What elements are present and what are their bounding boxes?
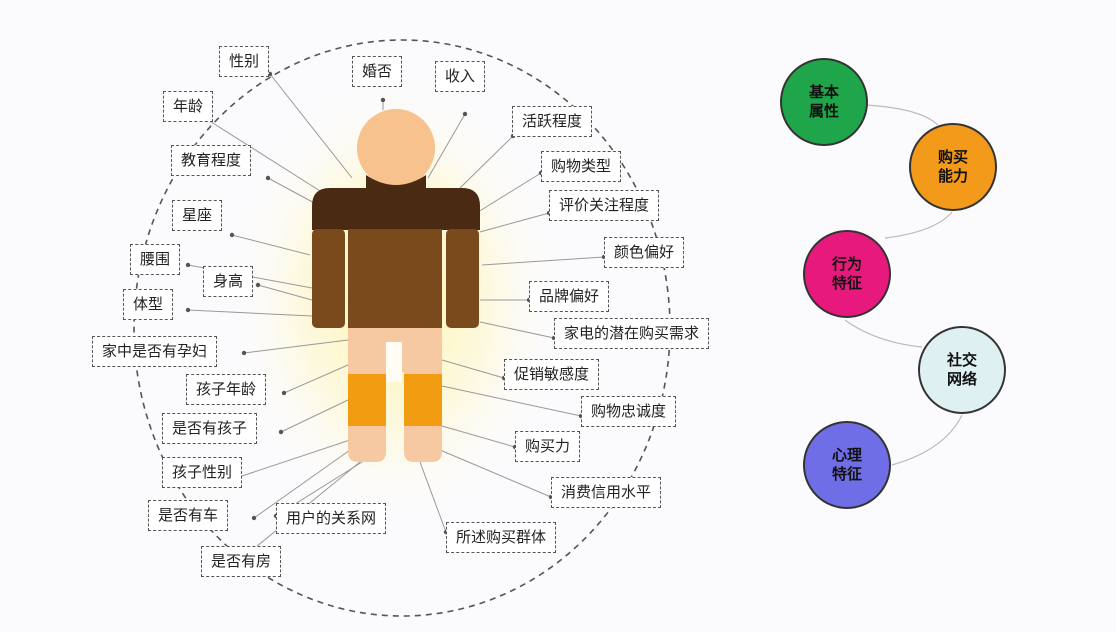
connector-dot — [265, 175, 271, 181]
figure-left-knee — [348, 374, 386, 428]
tag-gender: 性别 — [219, 46, 270, 77]
connector-line — [280, 399, 349, 433]
connector-line — [269, 73, 353, 179]
tag-has-child: 是否有孩子 — [162, 413, 258, 444]
connector-line — [481, 256, 605, 266]
figure-torso-lower — [348, 229, 442, 329]
category-social: 社交 网络 — [918, 326, 1006, 414]
tag-activity: 活跃程度 — [512, 106, 593, 137]
tag-education: 教育程度 — [171, 145, 252, 176]
figure-neck — [366, 175, 426, 190]
connector-line — [479, 212, 550, 233]
figure-torso-upper — [312, 188, 480, 230]
tag-zodiac: 星座 — [172, 200, 223, 231]
tag-appliance-need: 家电的潜在购买需求 — [554, 318, 710, 349]
figure-head — [357, 109, 435, 187]
connector-dot — [229, 232, 235, 238]
tag-child-gender: 孩子性别 — [162, 457, 243, 488]
category-psychology: 心理 特征 — [803, 421, 891, 509]
figure-crotch-gap — [386, 342, 402, 382]
connector-line — [238, 439, 351, 478]
connector-dot — [251, 515, 257, 521]
tag-relationship: 用户的关系网 — [276, 503, 387, 534]
tag-age: 年龄 — [163, 91, 214, 122]
connector-line — [439, 449, 552, 498]
human-figure — [312, 109, 480, 462]
connector-dot — [241, 350, 247, 356]
connector-line — [441, 385, 582, 417]
connector-dot — [185, 307, 191, 313]
connector-line — [207, 119, 329, 197]
connector-dot — [380, 97, 386, 103]
connector-line — [441, 425, 516, 448]
connector-line — [441, 359, 505, 379]
tag-child-age: 孩子年龄 — [186, 374, 267, 405]
tag-body-type: 体型 — [123, 289, 174, 320]
connector-line — [459, 135, 514, 189]
figure-right-thigh — [404, 370, 442, 376]
tag-waist: 腰围 — [130, 244, 181, 275]
tag-income: 收入 — [435, 61, 486, 92]
tag-height: 身高 — [203, 266, 254, 297]
tag-promo-sensitivity: 促销敏感度 — [504, 359, 600, 390]
connector-line — [427, 113, 466, 179]
tag-has-car: 是否有车 — [148, 500, 229, 531]
connector-dot — [278, 429, 284, 435]
category-chain — [844, 104, 963, 466]
tag-shopping-type: 购物类型 — [541, 151, 622, 182]
category-behavior: 行为 特征 — [803, 230, 891, 318]
tag-pregnant: 家中是否有孕妇 — [92, 336, 218, 367]
tag-buyer-group: 所述购买群体 — [446, 522, 557, 553]
tag-purchasing-power: 购买力 — [515, 431, 581, 462]
connector-line — [479, 321, 555, 339]
connector-line — [243, 339, 349, 354]
connector-line — [419, 461, 447, 533]
connector-line — [283, 364, 349, 394]
connector-line — [477, 172, 542, 213]
category-purchasing: 购买 能力 — [909, 123, 997, 211]
tag-marital: 婚否 — [352, 56, 403, 87]
connector-dot — [185, 262, 191, 268]
tag-brand-pref: 品牌偏好 — [529, 281, 610, 312]
connector-line — [257, 284, 313, 301]
connector-dot — [255, 282, 261, 288]
figure-left-shin — [348, 426, 386, 462]
figure-right-knee — [404, 374, 442, 428]
category-basic: 基本 属性 — [780, 58, 868, 146]
connector-line — [253, 449, 351, 519]
connector-dot — [462, 111, 468, 117]
figure-right-arm — [446, 229, 479, 328]
tag-color-pref: 颜色偏好 — [604, 237, 685, 268]
tag-credit: 消费信用水平 — [551, 477, 662, 508]
connector-line — [267, 177, 319, 206]
figure-left-thigh — [348, 370, 386, 376]
tag-loyalty: 购物忠诚度 — [581, 396, 677, 427]
tag-review-attention: 评价关注程度 — [549, 190, 660, 221]
connector-dot — [281, 390, 287, 396]
figure-left-arm — [312, 229, 345, 328]
figure-right-shin — [404, 426, 442, 462]
tag-has-house: 是否有房 — [201, 546, 282, 577]
connector-line — [187, 309, 313, 317]
connector-line — [231, 234, 311, 256]
